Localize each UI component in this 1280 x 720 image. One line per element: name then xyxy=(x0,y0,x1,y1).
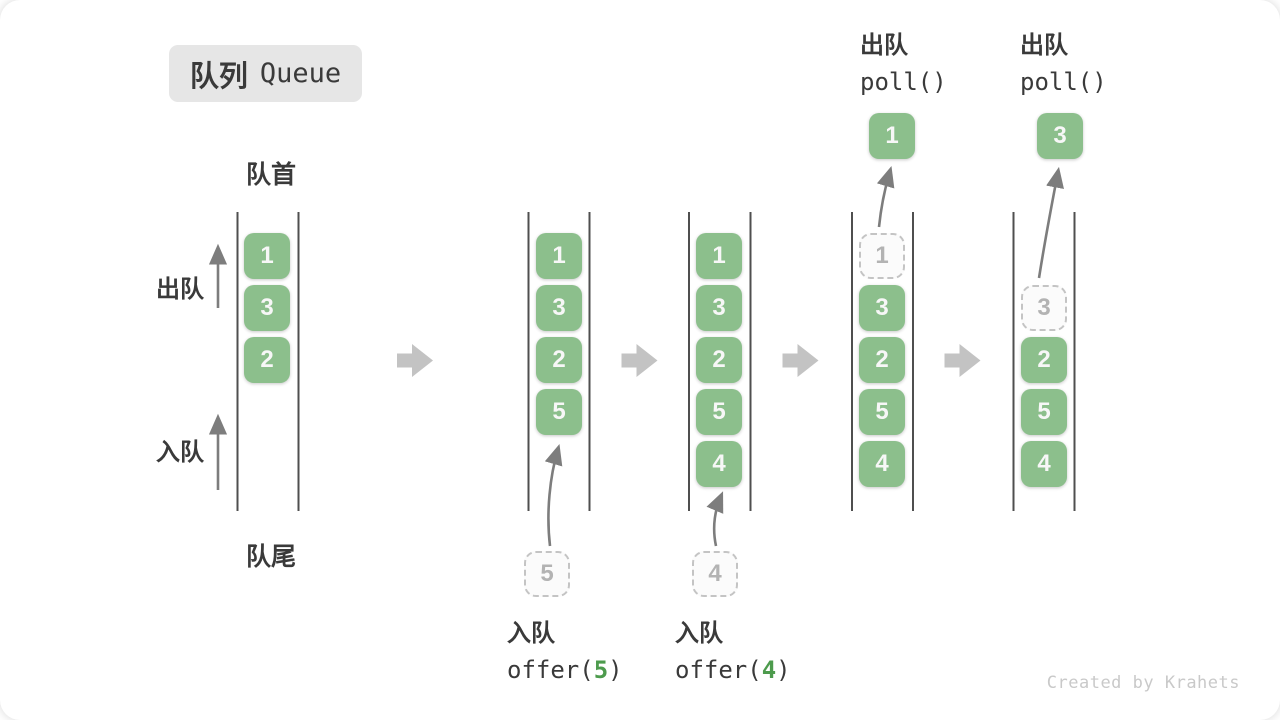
label-queue-rear: 队尾 xyxy=(246,543,297,571)
queue-item: 5 xyxy=(696,389,742,435)
queue-item: 5 xyxy=(859,389,905,435)
polled-item: 3 xyxy=(1037,113,1083,159)
poll-3-arrow xyxy=(1037,166,1064,279)
queue-item: 1 xyxy=(244,233,290,279)
label-enqueue: 入队 xyxy=(156,439,204,466)
op-poll-code: poll() xyxy=(1020,68,1107,96)
op-offer-close: ) xyxy=(608,656,623,684)
enqueue-4-arrow xyxy=(706,491,724,547)
queue-item: 1 xyxy=(696,233,742,279)
right-block-arrow-icon xyxy=(621,344,658,377)
op-poll-code: poll() xyxy=(860,68,947,96)
op-label-poll-1: 出队 poll() xyxy=(860,27,947,101)
queue-item: 3 xyxy=(696,285,742,331)
op-offer-arg: 5 xyxy=(593,656,609,684)
op-poll-zh: 出队 xyxy=(1020,32,1068,59)
pending-item: 4 xyxy=(692,551,738,597)
op-offer-code: offer(5) xyxy=(507,652,623,689)
queue-item: 4 xyxy=(859,441,905,487)
queue-item: 5 xyxy=(536,389,582,435)
enqueue-5-arrow xyxy=(544,444,563,547)
queue-item: 3 xyxy=(859,285,905,331)
removed-item: 3 xyxy=(1021,285,1067,331)
queue-item: 4 xyxy=(696,441,742,487)
title-zh: 队列 xyxy=(189,60,248,93)
op-offer-fn: offer( xyxy=(675,656,762,684)
poll-1-arrow xyxy=(876,166,895,228)
op-offer-zh: 入队 xyxy=(675,620,723,647)
credit-text: Created by Krahets xyxy=(1046,673,1240,693)
removed-item: 1 xyxy=(859,233,905,279)
op-label-offer-5: 入队 offer(5) xyxy=(507,615,623,689)
pending-item: 5 xyxy=(524,551,570,597)
queue-item: 5 xyxy=(1021,389,1067,435)
queue-item: 4 xyxy=(1021,441,1067,487)
right-block-arrow-icon xyxy=(397,344,433,377)
op-offer-zh: 入队 xyxy=(507,620,555,647)
op-label-poll-2: 出队 poll() xyxy=(1020,27,1107,101)
queue-item: 2 xyxy=(244,337,290,383)
op-offer-fn: offer( xyxy=(507,656,594,684)
queue-item: 1 xyxy=(536,233,582,279)
queue-item: 2 xyxy=(859,337,905,383)
op-poll-zh: 出队 xyxy=(860,32,908,59)
op-offer-arg: 4 xyxy=(761,656,777,684)
right-block-arrow-icon xyxy=(944,344,981,377)
queue-item: 2 xyxy=(536,337,582,383)
title-badge: 队列 Queue xyxy=(169,45,362,102)
queue-item: 2 xyxy=(1021,337,1067,383)
queue-item: 2 xyxy=(696,337,742,383)
queue-item: 3 xyxy=(536,285,582,331)
title-en: Queue xyxy=(259,58,342,89)
right-block-arrow-icon xyxy=(782,344,819,377)
queue-channel-walls xyxy=(236,212,1076,511)
op-label-offer-4: 入队 offer(4) xyxy=(675,615,791,689)
label-dequeue: 出队 xyxy=(156,276,204,303)
polled-item: 1 xyxy=(869,113,915,159)
op-offer-close: ) xyxy=(776,656,791,684)
label-queue-front: 队首 xyxy=(246,161,297,189)
op-offer-code: offer(4) xyxy=(675,652,791,689)
queue-item: 3 xyxy=(244,285,290,331)
